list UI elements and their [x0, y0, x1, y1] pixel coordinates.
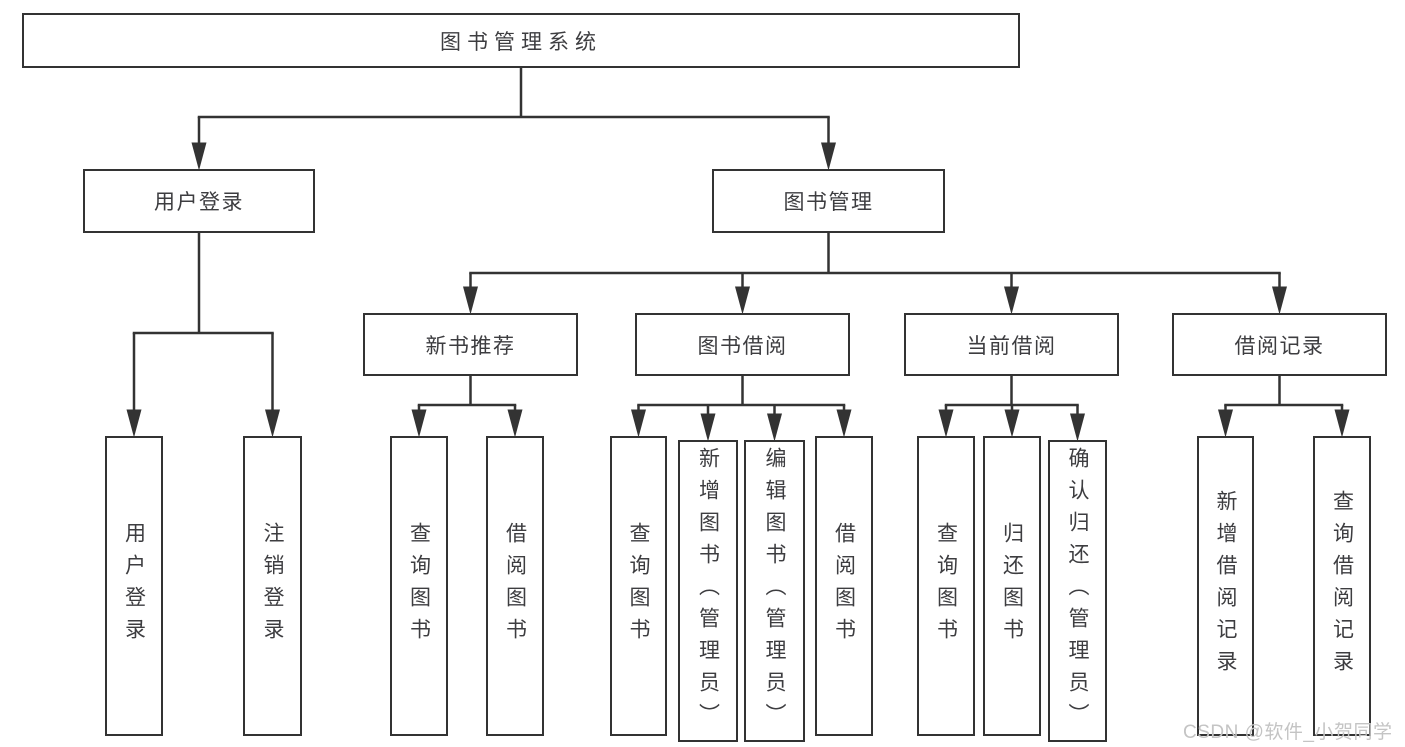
watermark-text: CSDN @软件_小贺同学	[1183, 722, 1393, 743]
arrowhead-logout	[265, 409, 280, 438]
arrowhead-book-borrow	[735, 286, 750, 315]
node-bb-query: 查询图书	[610, 436, 667, 736]
node-user-login: 用户登录	[83, 169, 315, 233]
arrowhead-borrow-record	[1272, 286, 1287, 315]
arrowhead-user-login	[191, 142, 207, 171]
arrowhead-nbr-borrow	[507, 409, 523, 438]
arrowhead-current-borrow	[1004, 286, 1019, 315]
arrowhead-cb-return	[1004, 409, 1020, 438]
arrowhead-bb-add	[700, 413, 716, 442]
node-root: 图书管理系统	[22, 13, 1020, 68]
arrowhead-new-book-rec	[463, 286, 478, 315]
arrowhead-book-mgmt	[821, 142, 836, 171]
node-bb-borrow: 借阅图书	[815, 436, 873, 736]
node-cb-confirm: 确认归还（管理员）	[1048, 440, 1107, 742]
arrowhead-bb-borrow	[836, 409, 852, 438]
node-bb-add: 新增图书（管理员）	[678, 440, 738, 742]
node-cb-return: 归还图书	[983, 436, 1041, 736]
arrowhead-br-add	[1218, 409, 1233, 438]
node-logout: 注销登录	[243, 436, 302, 736]
node-br-query: 查询借阅记录	[1313, 436, 1371, 736]
node-login: 用户登录	[105, 436, 163, 736]
node-new-book-rec: 新书推荐	[363, 313, 578, 376]
node-br-add: 新增借阅记录	[1197, 436, 1254, 736]
arrowhead-bb-query	[631, 409, 646, 438]
node-nbr-borrow: 借阅图书	[486, 436, 544, 736]
node-nbr-query: 查询图书	[390, 436, 448, 736]
node-book-borrow: 图书借阅	[635, 313, 850, 376]
arrowhead-br-query	[1334, 409, 1350, 438]
arrowhead-login	[126, 409, 142, 438]
node-cb-query: 查询图书	[917, 436, 975, 736]
arrowhead-cb-confirm	[1070, 413, 1085, 442]
arrowhead-nbr-query	[411, 409, 427, 438]
arrowhead-bb-edit	[767, 413, 782, 442]
node-book-mgmt: 图书管理	[712, 169, 945, 233]
node-current-borrow: 当前借阅	[904, 313, 1119, 376]
arrowhead-cb-query	[938, 409, 954, 438]
node-borrow-record: 借阅记录	[1172, 313, 1387, 376]
node-bb-edit: 编辑图书（管理员）	[744, 440, 805, 742]
